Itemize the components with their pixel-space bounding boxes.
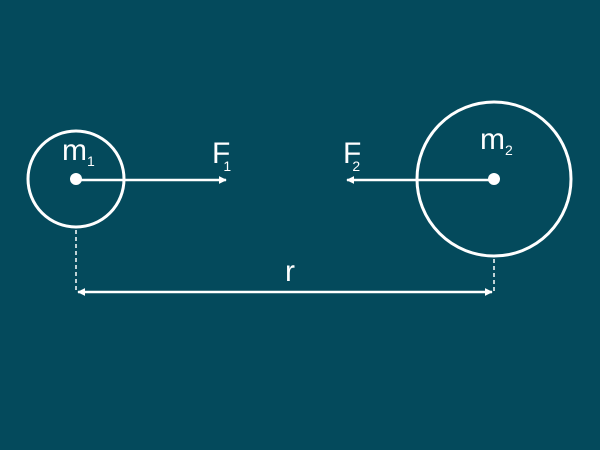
mass-1-label: m1 (62, 134, 95, 169)
distance-label: r (285, 255, 295, 288)
force-2-label: F2 (343, 137, 361, 174)
mass-2-label: m2 (480, 123, 513, 158)
force-1-label: F1 (212, 137, 231, 174)
